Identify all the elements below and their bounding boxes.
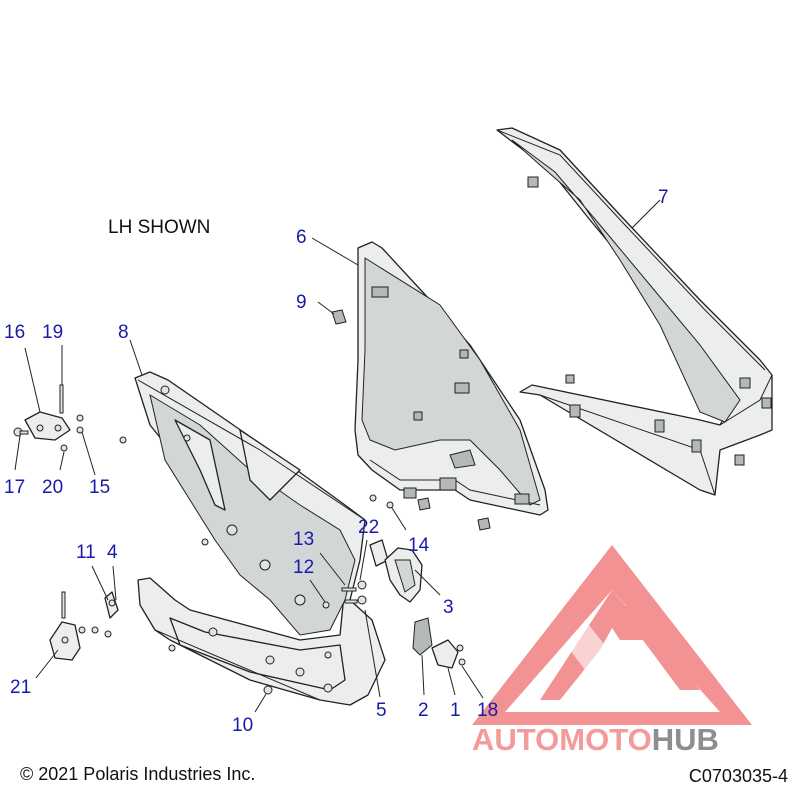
callout-6: 6 — [296, 227, 307, 248]
callout-22: 22 — [358, 517, 380, 538]
callout-12: 12 — [293, 557, 315, 578]
callout-5: 5 — [376, 700, 387, 721]
watermark-suffix: HUB — [651, 722, 719, 757]
part-8-frame — [134, 371, 389, 706]
part-1-handle — [431, 639, 459, 696]
callout-19: 19 — [42, 322, 64, 343]
callout-1: 1 — [450, 700, 461, 721]
callout-10: 10 — [232, 715, 254, 736]
part-16-hinge-bracket — [24, 347, 71, 441]
callout-20: 20 — [42, 477, 64, 498]
callout-2: 2 — [418, 700, 429, 721]
part-6-inner-panel — [354, 241, 549, 516]
copyright-text: © 2021 Polaris Industries Inc. — [20, 764, 256, 784]
callout-15: 15 — [89, 477, 111, 498]
callout-3: 3 — [443, 597, 454, 618]
watermark-logo — [472, 545, 752, 725]
lh-shown-note: LH SHOWN — [108, 217, 211, 238]
watermark-prefix: AUTOMOTO — [472, 722, 652, 757]
callout-4: 4 — [107, 542, 118, 563]
hardware — [13, 199, 661, 713]
callout-7: 7 — [658, 187, 669, 208]
watermark-brand-text: AUTOMOTOHUB — [472, 722, 719, 758]
callout-13: 13 — [293, 529, 315, 550]
callout-11: 11 — [76, 542, 96, 563]
part-code: C0703035-4 — [688, 766, 788, 786]
callout-16: 16 — [4, 322, 26, 343]
part-3-latch — [384, 547, 441, 603]
callout-14: 14 — [408, 535, 430, 556]
callout-8: 8 — [118, 322, 129, 343]
part-2-latch — [412, 617, 433, 696]
callout-18: 18 — [477, 700, 499, 721]
callout-17: 17 — [4, 477, 26, 498]
part-21-bracket — [35, 621, 81, 679]
callout-21: 21 — [10, 677, 32, 698]
callout-9: 9 — [296, 292, 307, 313]
part-7-outer-panel — [496, 127, 773, 496]
